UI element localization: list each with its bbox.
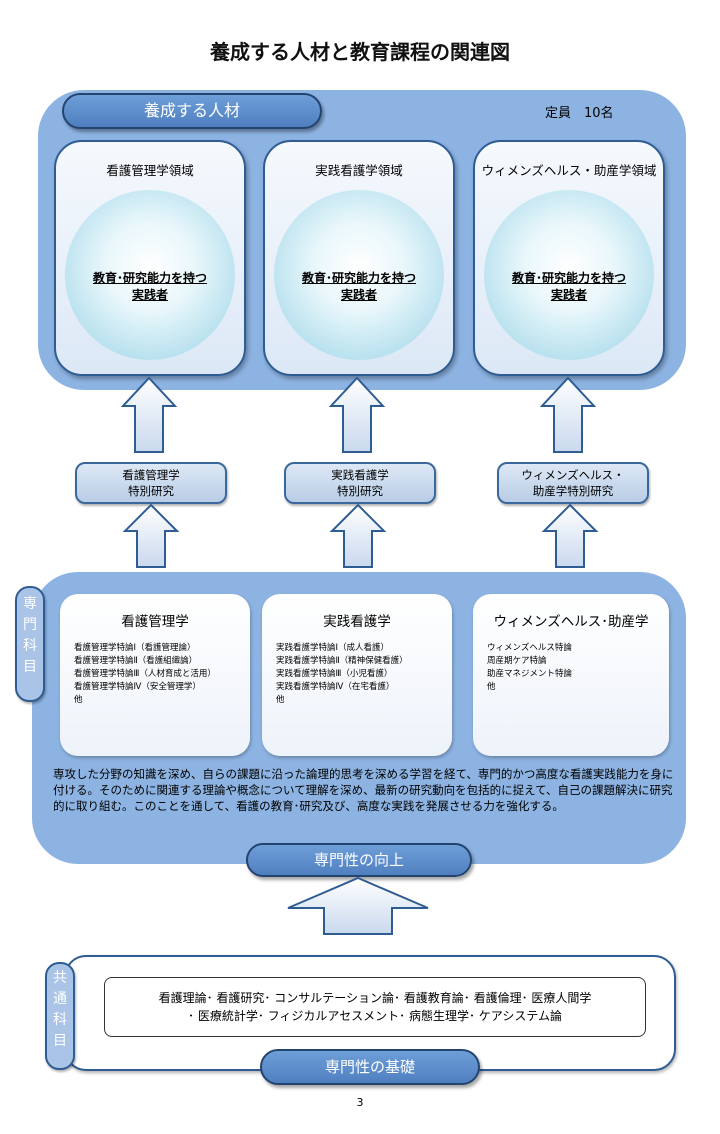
list-item: 看護管理学特論Ⅰ（看護管理論） bbox=[74, 643, 196, 653]
research-box-nursing-management: 看護管理学特別研究 bbox=[75, 462, 227, 504]
list-item: 実践看護学特論Ⅳ（在宅看護） bbox=[276, 682, 395, 692]
list-item: 実践看護学特論Ⅰ（成人看護） bbox=[276, 643, 390, 653]
page-title: 養成する人材と教育課程の関連図 bbox=[210, 40, 510, 64]
role-text: 教育･研究能力を持つ 実践者 bbox=[301, 271, 416, 302]
list-item: 看護管理学特論Ⅲ（人材育成と活用） bbox=[74, 669, 216, 679]
up-arrow-icon bbox=[287, 876, 429, 935]
list-item: 周産期ケア特論 bbox=[487, 656, 547, 666]
subject-card-womens-health: ウィメンズヘルス･助産学 ウィメンズヘルス特論 周産期ケア特論 助産マネジメント… bbox=[473, 594, 669, 756]
subject-head: 実践看護学 bbox=[323, 614, 391, 630]
subject-card-practical-nursing: 実践看護学 実践看護学特論Ⅰ（成人看護） 実践看護学特論Ⅱ（精神保健看護） 実践… bbox=[262, 594, 452, 756]
up-arrow-icon bbox=[122, 503, 180, 568]
common-subjects-box: 看護理論･ 看護研究･ コンサルテーション論･ 看護教育論･ 看護倫理･ 医療人… bbox=[104, 977, 646, 1037]
specialized-description: 専攻した分野の知識を深め、自らの課題に沿った論理的思考を深める学習を経て、専門的… bbox=[53, 767, 674, 813]
role-circle bbox=[484, 190, 654, 360]
subject-head: 看護管理学 bbox=[121, 614, 189, 630]
role-card-practical-nursing: 実践看護学領域 教育･研究能力を持つ 実践者 bbox=[263, 140, 455, 376]
list-item: 実践看護学特論Ⅲ（小児看護） bbox=[276, 669, 393, 679]
field-name: 実践看護学領域 bbox=[315, 163, 403, 178]
common-subjects-label: 共 通 科 目 bbox=[45, 962, 75, 1070]
list-item: ウィメンズヘルス特論 bbox=[487, 643, 572, 653]
common-subjects-line: 看護理論･ 看護研究･ コンサルテーション論･ 看護教育論･ 看護倫理･ 医療人… bbox=[158, 991, 592, 1005]
list-item: 他 bbox=[276, 695, 285, 705]
list-item: 他 bbox=[74, 695, 83, 705]
field-name: ウィメンズヘルス・助産学領域 bbox=[481, 163, 657, 178]
specialization-foundation-label: 専門性の基礎 bbox=[260, 1049, 480, 1085]
common-subjects-line: ･ 医療統計学･ フィジカルアセスメント･ 病態生理学･ ケアシステム論 bbox=[188, 1009, 562, 1023]
list-item: 実践看護学特論Ⅱ（精神保健看護） bbox=[276, 656, 408, 666]
specialized-subjects-label: 専 門 科 目 bbox=[15, 586, 45, 702]
subject-list: ウィメンズヘルス特論 周産期ケア特論 助産マネジメント特論 他 bbox=[487, 642, 572, 694]
subject-card-nursing-management: 看護管理学 看護管理学特論Ⅰ（看護管理論） 看護管理学特論Ⅱ（看護組織論） 看護… bbox=[60, 594, 250, 756]
capacity-text: 定員 10名 bbox=[545, 106, 614, 121]
role-text: 教育･研究能力を持つ 実践者 bbox=[92, 271, 207, 302]
subject-list: 実践看護学特論Ⅰ（成人看護） 実践看護学特論Ⅱ（精神保健看護） 実践看護学特論Ⅲ… bbox=[276, 642, 408, 707]
research-box-practical-nursing: 実践看護学特別研究 bbox=[284, 462, 436, 504]
page-number: 3 bbox=[356, 1096, 364, 1109]
list-item: 他 bbox=[487, 682, 496, 692]
subject-list: 看護管理学特論Ⅰ（看護管理論） 看護管理学特論Ⅱ（看護組織論） 看護管理学特論Ⅲ… bbox=[74, 642, 216, 707]
list-item: 助産マネジメント特論 bbox=[487, 669, 573, 679]
up-arrow-icon bbox=[539, 376, 597, 453]
list-item: 看護管理学特論Ⅳ（安全管理学） bbox=[74, 682, 201, 692]
list-item: 看護管理学特論Ⅱ（看護組織論） bbox=[74, 656, 198, 666]
role-circle bbox=[274, 190, 444, 360]
specialization-improvement-label: 専門性の向上 bbox=[246, 843, 472, 877]
up-arrow-icon bbox=[120, 376, 178, 453]
research-box-womens-health: ウィメンズヘルス・助産学特別研究 bbox=[497, 462, 649, 504]
field-name: 看護管理学領域 bbox=[106, 163, 194, 178]
up-arrow-icon bbox=[541, 503, 599, 568]
role-circle bbox=[65, 190, 235, 360]
up-arrow-icon bbox=[329, 503, 387, 568]
role-card-nursing-management: 看護管理学領域 教育･研究能力を持つ 実践者 bbox=[54, 140, 246, 376]
talent-label: 養成する人材 bbox=[62, 93, 322, 129]
subject-head: ウィメンズヘルス･助産学 bbox=[493, 614, 649, 630]
role-card-womens-health: ウィメンズヘルス・助産学領域 教育･研究能力を持つ 実践者 bbox=[473, 140, 665, 376]
role-text: 教育･研究能力を持つ 実践者 bbox=[511, 271, 626, 302]
up-arrow-icon bbox=[328, 376, 386, 453]
